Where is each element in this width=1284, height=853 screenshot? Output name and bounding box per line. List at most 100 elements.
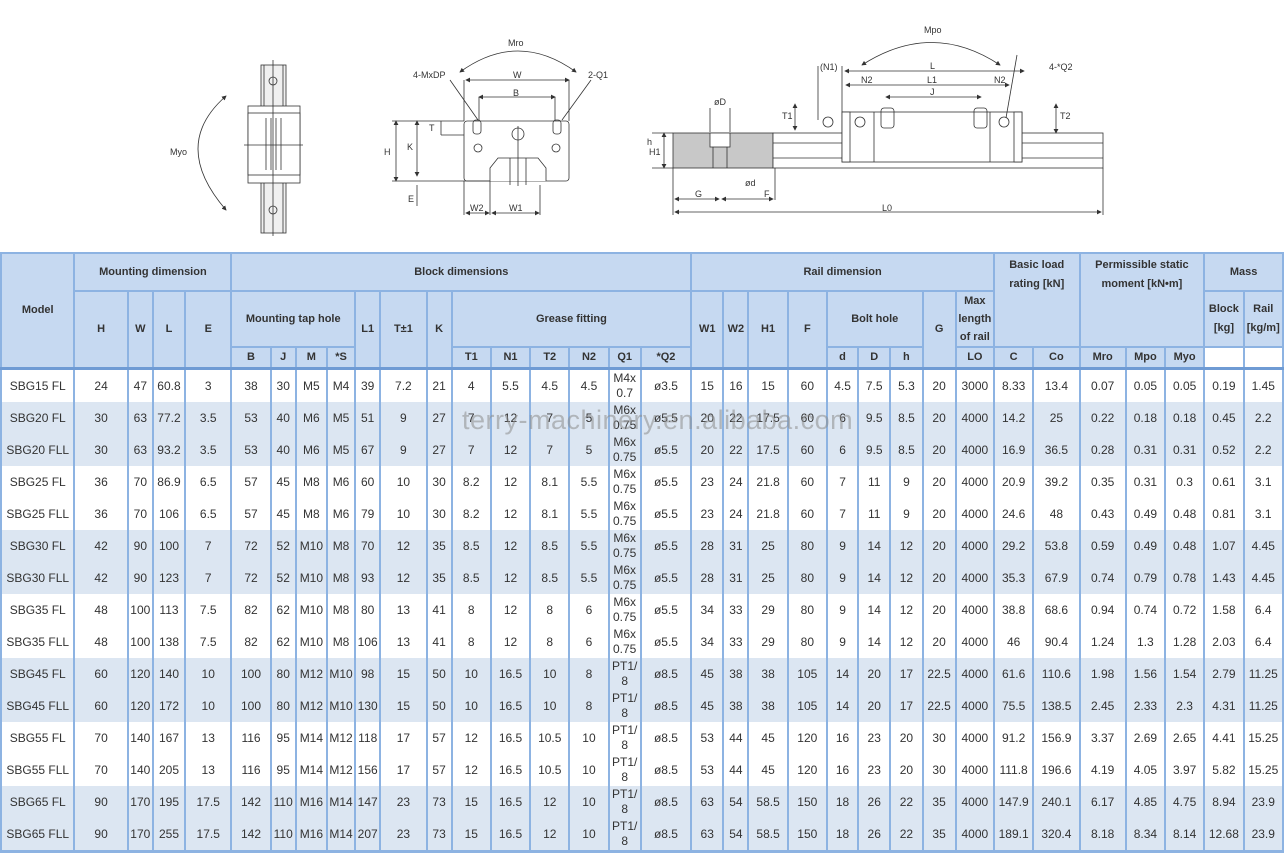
cell-H: 70 — [73, 722, 129, 754]
cell-M: M8 — [294, 466, 328, 498]
cell-W2: 16 — [722, 367, 750, 402]
cell-T: 13 — [379, 594, 428, 626]
cell-H: 30 — [73, 434, 129, 466]
cell-C: 91.2 — [992, 722, 1035, 754]
q1-line1: PT1/ — [612, 755, 638, 769]
cell-T2: 8 — [529, 594, 571, 626]
cell-C: 189.1 — [992, 818, 1035, 853]
label-n2-left: N2 — [861, 75, 873, 85]
cell-rail: 4.45 — [1242, 530, 1284, 562]
cell-LO: 4000 — [954, 498, 996, 530]
cell-d: 18 — [825, 786, 860, 818]
cell-Mro: 0.28 — [1078, 434, 1127, 466]
cell-M: M12 — [294, 658, 328, 690]
q1-line2: 0.75 — [613, 546, 637, 560]
cell-Myo: 2.3 — [1164, 690, 1206, 722]
cell-K: 73 — [425, 786, 453, 818]
cell-L1: 93 — [354, 562, 382, 594]
cell-Co: 90.4 — [1032, 626, 1081, 658]
cell-J: 40 — [269, 402, 297, 434]
cell-LO: 4000 — [954, 658, 996, 690]
cell-Co: 36.5 — [1032, 434, 1081, 466]
q1-line2: 8 — [621, 802, 629, 816]
col-Co: Co — [1032, 346, 1081, 370]
cell-N2: 8 — [568, 690, 610, 722]
cell-E: 3.5 — [184, 402, 233, 434]
cell-N2: 5 — [568, 434, 610, 466]
cell-d: 7 — [825, 466, 860, 498]
cell-S: M6 — [325, 498, 357, 530]
cell-Mro: 6.17 — [1078, 786, 1127, 818]
cell-model: SBG30 FL — [0, 530, 76, 562]
q1-line1: M6x — [613, 435, 637, 449]
cell-T: 13 — [379, 626, 428, 658]
col-N2: N2 — [568, 346, 610, 370]
cell-H1: 25 — [747, 530, 789, 562]
cell-Mpo: 2.33 — [1124, 690, 1167, 722]
cell-h: 12 — [889, 626, 924, 658]
q1-line2: 8 — [621, 674, 629, 688]
cell-block: 12.68 — [1203, 818, 1245, 853]
cell-L1: 70 — [354, 530, 382, 562]
cell-M: M16 — [294, 818, 328, 853]
cell-LO: 4000 — [954, 690, 996, 722]
cell-T2: 12 — [529, 786, 571, 818]
cell-rail: 15.25 — [1242, 722, 1284, 754]
cell-model: SBG55 FLL — [0, 754, 76, 786]
cell-W: 70 — [126, 466, 154, 498]
cell-G: 20 — [921, 498, 957, 530]
cell-S: M10 — [325, 658, 357, 690]
cell-W: 140 — [126, 722, 154, 754]
cell-W: 90 — [126, 562, 154, 594]
col-S: *S — [325, 346, 357, 370]
cell-T1: 8 — [450, 594, 492, 626]
cell-B: 82 — [230, 594, 272, 626]
cell-T2: 10.5 — [529, 754, 571, 786]
cell-N1: 5.5 — [489, 367, 532, 402]
q1-line1: M6x — [613, 563, 637, 577]
cell-L: 106 — [151, 498, 187, 530]
cell-D: 14 — [857, 530, 892, 562]
cell-N2: 5.5 — [568, 562, 610, 594]
cell-W: 120 — [126, 658, 154, 690]
cell-D: 20 — [857, 690, 892, 722]
col-B: B — [230, 346, 272, 370]
cell-Mpo: 0.05 — [1124, 367, 1167, 402]
cell-Co: 196.6 — [1032, 754, 1081, 786]
cell-block: 0.52 — [1203, 434, 1245, 466]
q1-line1: M6x — [613, 595, 637, 609]
cell-LO: 4000 — [954, 818, 996, 853]
group-permissible-static-moment: Permissible static moment [kN•m] — [1078, 252, 1206, 348]
cell-W: 90 — [126, 530, 154, 562]
q1-line1: M6x — [613, 499, 637, 513]
q1-line2: 8 — [621, 770, 629, 784]
cell-F: 80 — [786, 594, 828, 626]
cell-L1: 118 — [354, 722, 382, 754]
cell-J: 52 — [269, 562, 297, 594]
cell-N1: 16.5 — [489, 690, 532, 722]
cell-G: 20 — [921, 367, 957, 402]
q1-line1: M6x — [613, 403, 637, 417]
cell-J: 40 — [269, 434, 297, 466]
cell-Mpo: 0.49 — [1124, 530, 1167, 562]
cell-W: 140 — [126, 754, 154, 786]
cell-L: 93.2 — [151, 434, 187, 466]
cell-E: 10 — [184, 690, 233, 722]
cell-Co: 138.5 — [1032, 690, 1081, 722]
cell-M: M10 — [294, 594, 328, 626]
cell-E: 7.5 — [184, 626, 233, 658]
cell-M: M10 — [294, 626, 328, 658]
cell-H: 48 — [73, 594, 129, 626]
cell-T2: 4.5 — [529, 367, 571, 402]
cell-W2: 54 — [722, 786, 750, 818]
cell-S: M8 — [325, 594, 357, 626]
cell-Myo: 0.05 — [1164, 367, 1206, 402]
cell-K: 50 — [425, 690, 453, 722]
cell-G: 20 — [921, 466, 957, 498]
col-F: F — [786, 290, 828, 370]
label-n2-right: N2 — [994, 75, 1006, 85]
cell-Myo: 0.48 — [1164, 530, 1206, 562]
q1-line1: PT1/ — [612, 787, 638, 801]
cell-block: 2.03 — [1203, 626, 1245, 658]
